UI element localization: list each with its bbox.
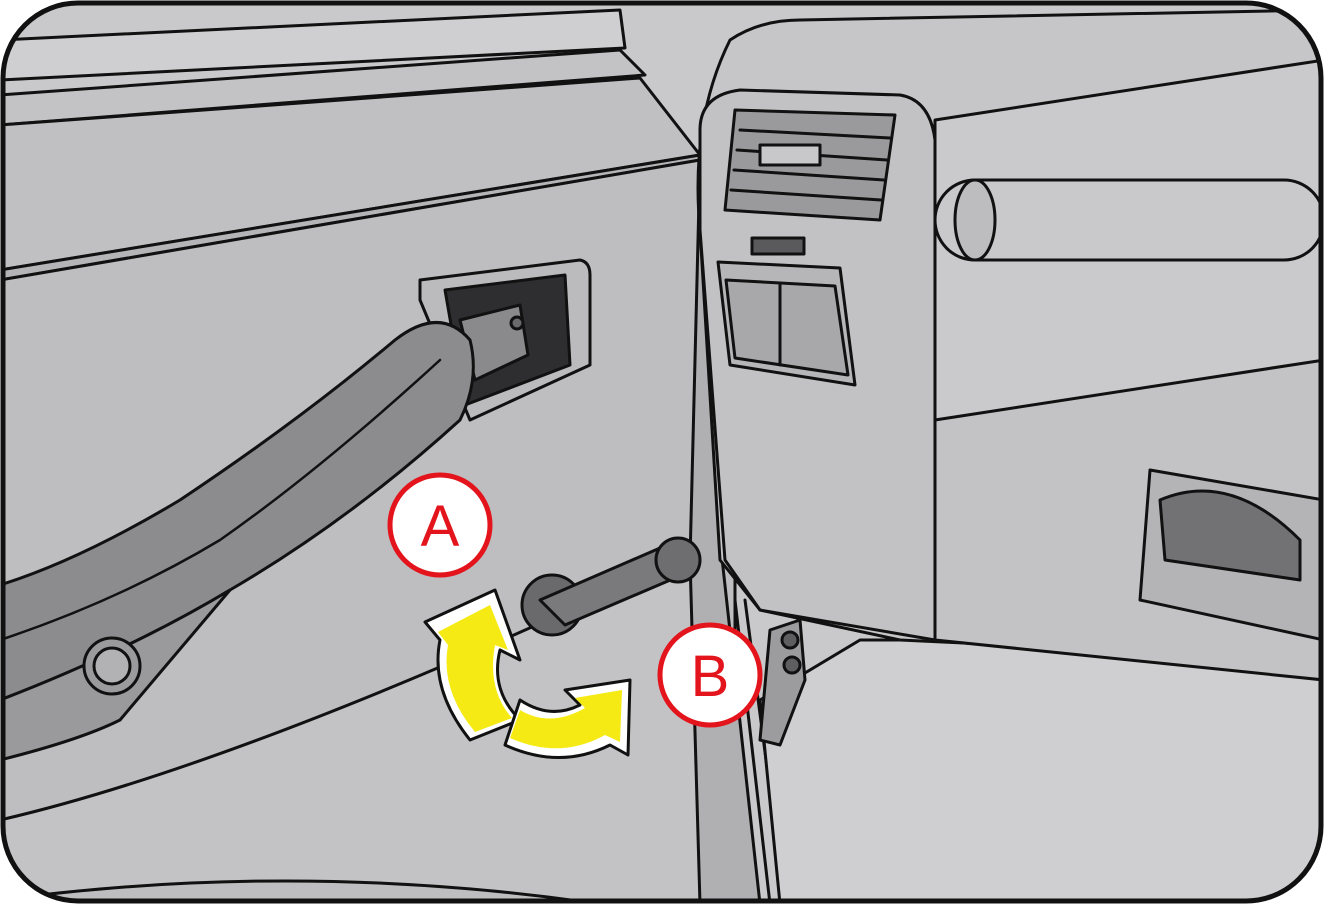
screw-cap — [82, 636, 142, 696]
callout-a: A — [387, 472, 493, 578]
callout-a-label: A — [421, 494, 460, 559]
callout-a-ring — [387, 472, 493, 578]
air-vent — [723, 108, 897, 222]
callout-b-ring — [657, 622, 763, 728]
floor — [758, 638, 1321, 901]
callout-b: B — [657, 622, 763, 728]
callout-b-label: B — [691, 644, 730, 709]
window-crank — [520, 536, 702, 637]
speaker-grille — [750, 236, 806, 256]
console-cubby — [716, 260, 857, 387]
glovebox-handle — [1138, 468, 1321, 642]
curved-double-arrow-icon — [423, 588, 632, 759]
hinge-bracket — [758, 618, 807, 747]
